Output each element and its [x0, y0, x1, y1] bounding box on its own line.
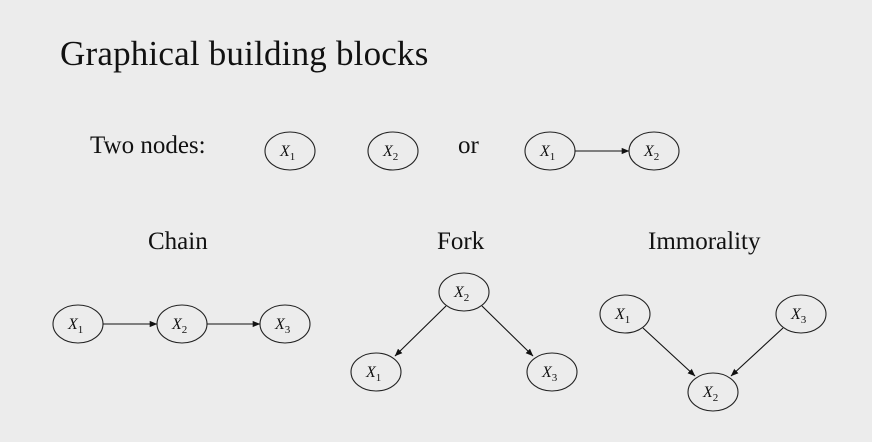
svg-text:X3: X3 [541, 364, 558, 384]
svg-text:X3: X3 [790, 306, 807, 326]
svg-text:X3: X3 [274, 316, 291, 336]
svg-text:X2: X2 [382, 143, 398, 163]
immorality-edge-x3-x2 [730, 327, 784, 377]
chain-title: Chain [148, 228, 208, 255]
chain-node-x2: X2 [156, 304, 208, 344]
fork-node-x2: X2 [438, 272, 490, 312]
immorality-edge-x1-x2 [642, 327, 696, 377]
node-x2-pair: X2 [628, 131, 680, 171]
immorality-node-x1: X1 [599, 294, 651, 334]
svg-text:X2: X2 [643, 143, 659, 163]
svg-text:X1: X1 [365, 364, 381, 384]
node-x2-standalone: X2 [367, 131, 419, 171]
slide-title: Graphical building blocks [60, 34, 429, 73]
fork-title: Fork [437, 228, 485, 255]
fork-edge-x2-x3 [481, 305, 534, 357]
fork-edge-x2-x1 [394, 305, 447, 357]
chain-node-x3: X3 [259, 304, 311, 344]
immorality-node-x3: X3 [775, 294, 827, 334]
node-x1-standalone: X1 [264, 131, 316, 171]
fork-node-x1: X1 [350, 352, 402, 392]
svg-text:X1: X1 [539, 143, 555, 163]
or-label: or [458, 132, 479, 159]
svg-text:X1: X1 [279, 143, 295, 163]
svg-text:X2: X2 [171, 316, 187, 336]
immorality-title: Immorality [648, 228, 761, 255]
chain-node-x1: X1 [52, 304, 104, 344]
two-nodes-label: Two nodes: [90, 132, 206, 159]
svg-text:X2: X2 [453, 284, 469, 304]
svg-text:X1: X1 [614, 306, 630, 326]
fork-node-x3: X3 [526, 352, 578, 392]
svg-text:X1: X1 [67, 316, 83, 336]
svg-text:X2: X2 [702, 384, 718, 404]
immorality-node-x2: X2 [687, 372, 739, 412]
node-x1-pair: X1 [524, 131, 576, 171]
